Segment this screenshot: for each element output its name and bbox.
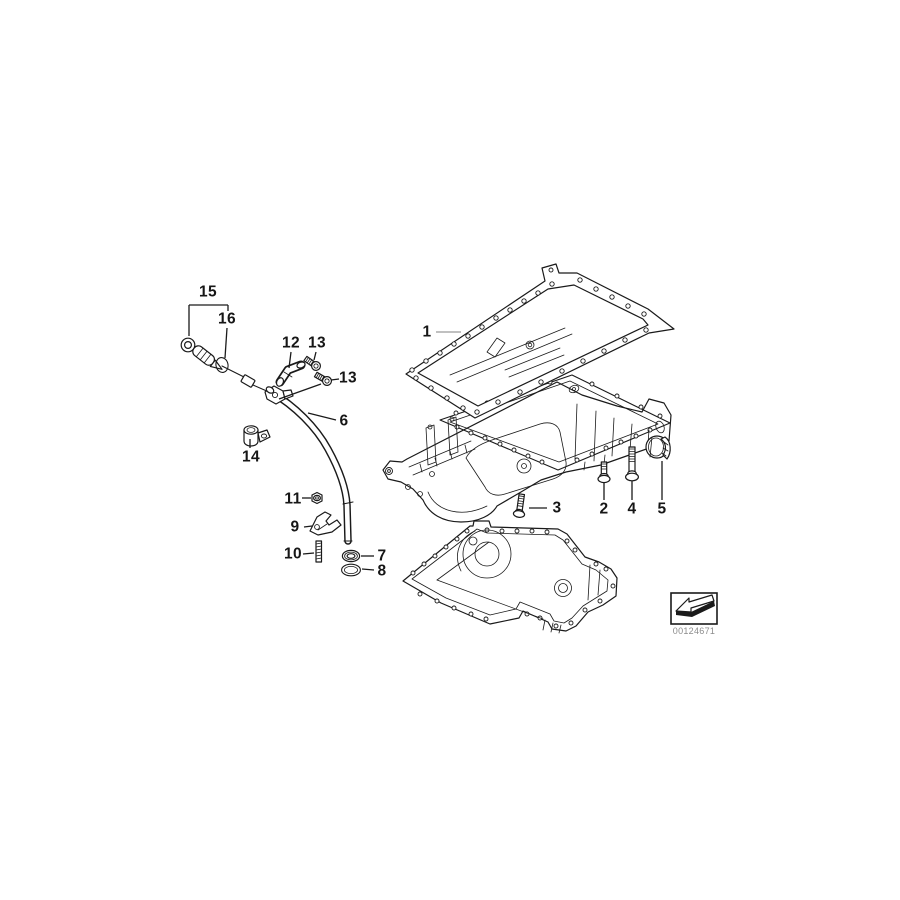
leader-callout-13-2 — [330, 378, 340, 381]
callout-3[interactable]: 3 — [552, 499, 562, 517]
washer — [341, 549, 361, 563]
bolt-2 — [597, 461, 611, 484]
callout-14[interactable]: 14 — [241, 448, 261, 466]
nut — [311, 491, 323, 505]
callout-13[interactable]: 13 — [307, 334, 327, 352]
leader-callout-6 — [307, 412, 337, 421]
dipstick-o-ring — [215, 357, 229, 373]
callout-13-2[interactable]: 13 — [338, 369, 358, 387]
lower-pan-details — [436, 529, 601, 634]
leader-callout-8 — [361, 568, 375, 571]
arrow-icon — [675, 594, 715, 613]
callout-6[interactable]: 6 — [339, 412, 349, 430]
callout-15[interactable]: 15 — [198, 283, 218, 301]
stud — [315, 540, 323, 563]
o-ring — [341, 563, 361, 577]
leader-callout-9 — [303, 525, 313, 528]
oil-pan-gasket — [405, 263, 675, 419]
callout-2[interactable]: 2 — [599, 500, 609, 518]
callout-12[interactable]: 12 — [281, 334, 301, 352]
bolt-4 — [624, 446, 640, 482]
guide-tube — [264, 385, 354, 545]
gasket-bolt-holes — [409, 267, 649, 415]
replaced-part-icon — [670, 592, 718, 625]
callout-10[interactable]: 10 — [283, 545, 303, 563]
leader-callout-10 — [302, 552, 315, 555]
leader-lines — [188, 304, 663, 571]
dipstick — [180, 337, 270, 393]
callout-16[interactable]: 16 — [217, 310, 237, 328]
sealing-cap — [645, 435, 671, 460]
pan-structure-through-gasket — [449, 327, 573, 383]
callout-7[interactable]: 7 — [377, 547, 387, 565]
callout-9[interactable]: 9 — [290, 518, 300, 536]
upper-oil-pan — [382, 327, 672, 523]
bolt-3 — [512, 493, 526, 518]
lower-pan-bolt-holes — [410, 527, 616, 629]
leader-callout-13 — [313, 351, 317, 361]
callout-11[interactable]: 11 — [284, 490, 302, 508]
callout-1[interactable]: 1 — [422, 323, 432, 341]
clamp — [243, 425, 271, 447]
upper-pan-details — [405, 384, 665, 513]
leader-callout-12 — [288, 351, 292, 369]
bolt-13-upper — [303, 355, 322, 372]
leader-callout-16 — [224, 327, 228, 359]
elbow-pipe — [275, 360, 306, 387]
callout-5[interactable]: 5 — [657, 500, 667, 518]
bolt-13-lower — [313, 371, 333, 387]
callout-4[interactable]: 4 — [627, 500, 637, 518]
fork-bracket — [309, 511, 342, 536]
leader-callout-13-2 — [278, 383, 322, 400]
lower-oil-pan — [402, 520, 618, 634]
callout-8[interactable]: 8 — [377, 562, 387, 580]
doc-number: 00124671 — [672, 626, 716, 636]
